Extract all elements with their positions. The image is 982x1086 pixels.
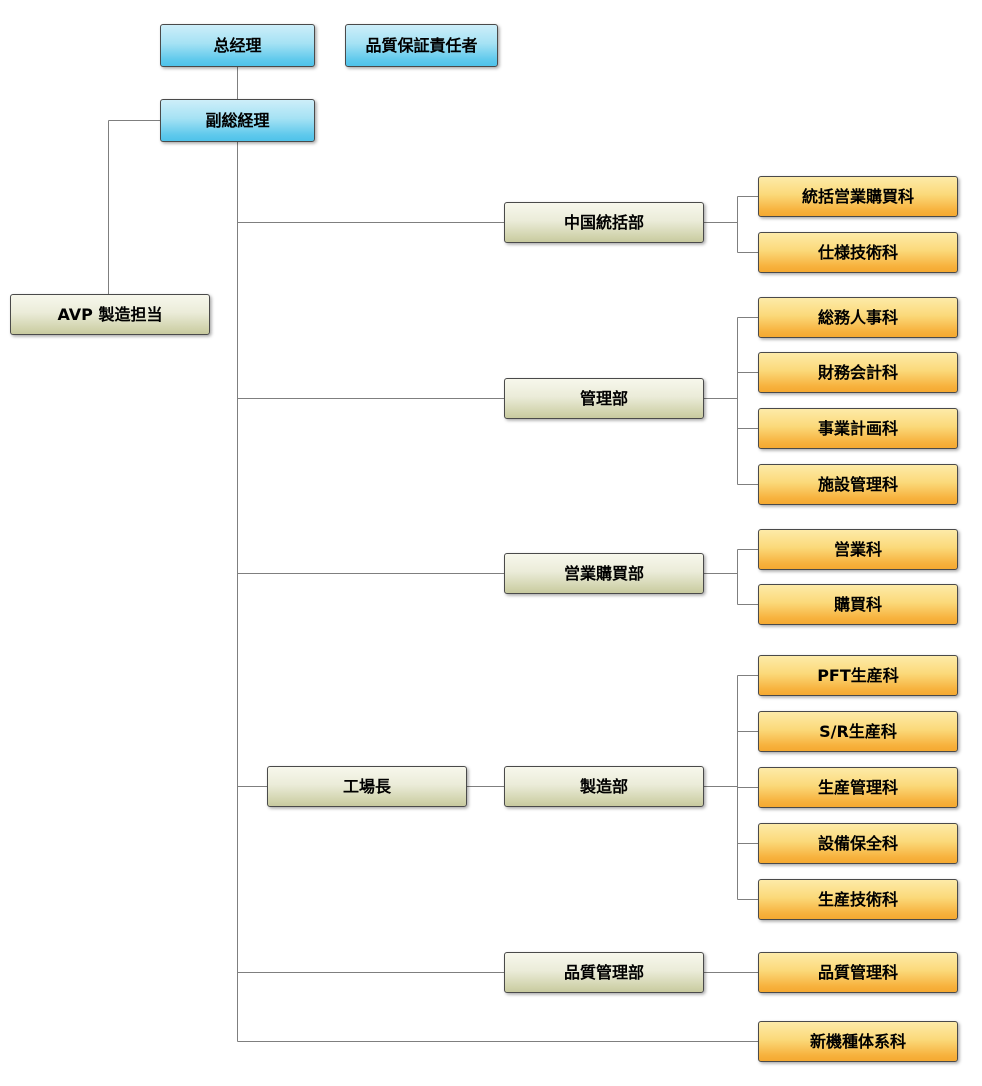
- node-specification-technology-section: 仕様技術科: [758, 232, 958, 273]
- node-equipment-maintenance-section: 設備保全科: [758, 823, 958, 864]
- node-sales-section: 営業科: [758, 529, 958, 570]
- node-pft-production-section: PFT生産科: [758, 655, 958, 696]
- node-manufacturing-dept: 製造部: [504, 766, 704, 807]
- node-business-planning-section: 事業計画科: [758, 408, 958, 449]
- node-avp-manufacturing: AVP 製造担当: [10, 294, 210, 335]
- node-china-division: 中国統括部: [504, 202, 704, 243]
- node-general-manager: 总经理: [160, 24, 315, 67]
- node-production-engineering-section: 生産技術科: [758, 879, 958, 920]
- node-quality-control-dept: 品質管理部: [504, 952, 704, 993]
- node-integrated-sales-purchasing-section: 統括営業購買科: [758, 176, 958, 217]
- node-quality-assurance-manager: 品質保証責任者: [345, 24, 498, 67]
- node-general-affairs-hr-section: 総務人事科: [758, 297, 958, 338]
- node-deputy-general-manager: 副総経理: [160, 99, 315, 142]
- node-quality-control-section: 品質管理科: [758, 952, 958, 993]
- node-facility-management-section: 施設管理科: [758, 464, 958, 505]
- node-purchasing-section: 購買科: [758, 584, 958, 625]
- node-finance-accounting-section: 財務会計科: [758, 352, 958, 393]
- node-sales-purchasing-dept: 営業購買部: [504, 553, 704, 594]
- node-sr-production-section: S/R生産科: [758, 711, 958, 752]
- node-plant-manager: 工場長: [267, 766, 467, 807]
- node-new-model-system-section: 新機種体系科: [758, 1021, 958, 1062]
- node-administration-dept: 管理部: [504, 378, 704, 419]
- node-production-control-section: 生産管理科: [758, 767, 958, 808]
